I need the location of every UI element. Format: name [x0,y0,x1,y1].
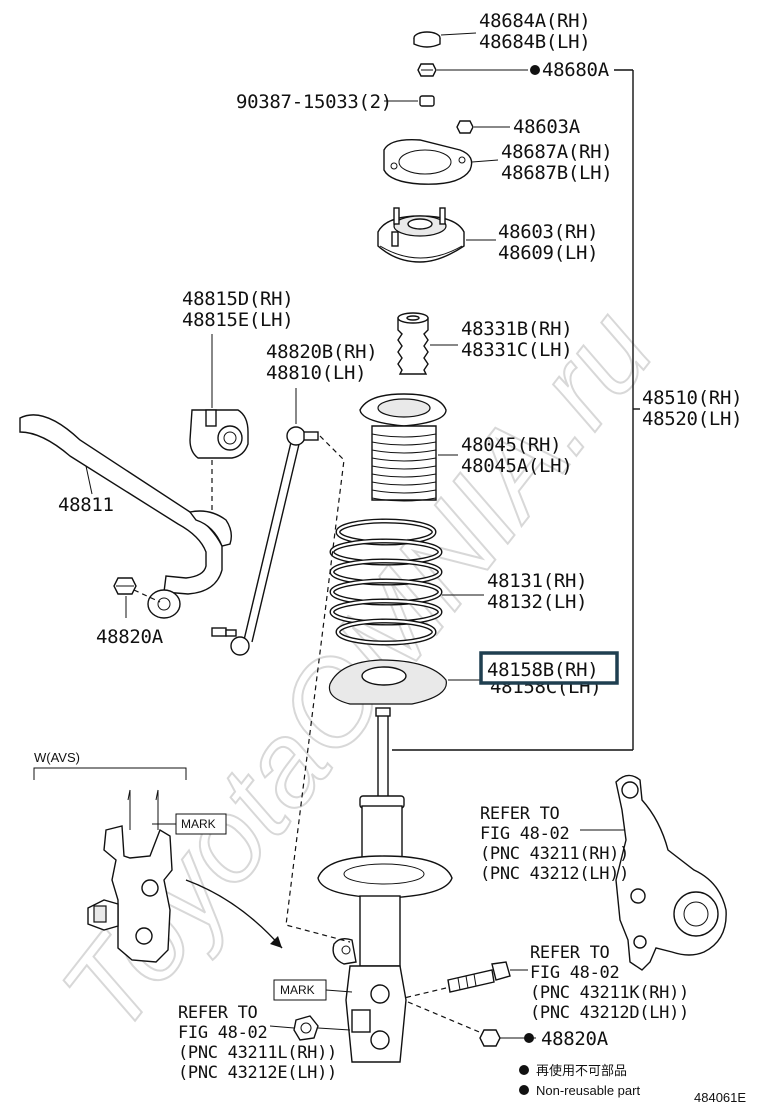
steering-knuckle-part [615,774,727,971]
boot-rib [371,441,437,446]
nut-48680a-part [417,63,437,77]
svg-text:48520(LH): 48520(LH) [642,408,742,430]
svg-text:48815E(LH): 48815E(LH) [182,309,293,331]
svg-text:(PNC 43212(LH)): (PNC 43212(LH)) [480,864,629,884]
label-48331: 48331B(RH) 48331C(LH) [461,318,573,361]
mark-tag-1: MARK [175,813,227,835]
stabilizer-bar-part [19,414,233,619]
avs-inset: W(AVS) [33,750,187,963]
svg-text:48684B(LH): 48684B(LH) [479,31,590,53]
svg-text:48131(RH): 48131(RH) [487,570,587,592]
label-48820a-bottom: 48820A [541,1028,609,1050]
dust-cap-part [413,31,441,48]
non-reusable-dot-48680a [530,65,540,75]
svg-text:(PNC 43211(RH)): (PNC 43211(RH)) [480,844,629,864]
knuckle-nut-part [293,1015,319,1041]
label-wavs: W(AVS) [34,750,80,765]
figure-id: 484061E [694,1090,746,1105]
label-48158: 48158C(LH) 48158B(RH) [479,651,619,698]
legend: 再使用不可部品 Non-reusable part [519,1063,640,1098]
nut-48603a-part [456,120,474,134]
label-90387: 90387-15033(2) [236,91,392,113]
legend-dot-jp [519,1065,529,1075]
shock-absorber-part [317,707,453,1063]
boot-rib [371,497,437,502]
svg-text:(PNC 43211L(RH)): (PNC 43211L(RH)) [178,1043,337,1063]
svg-text:48603(RH): 48603(RH) [498,221,598,243]
svg-text:48132(LH): 48132(LH) [487,591,587,613]
boot-rib [371,457,437,462]
svg-text:REFER TO: REFER TO [530,943,610,963]
stabilizer-bushing-part [189,409,249,459]
label-48603a: 48603A [513,116,581,138]
svg-text:FIG 48-02: FIG 48-02 [480,824,569,844]
mark-tag-2: MARK [273,979,327,1001]
label-48603: 48603(RH) 48609(LH) [498,221,599,264]
svg-text:(PNC 43212E(LH)): (PNC 43212E(LH)) [178,1063,337,1083]
label-48820b: 48820B(RH) 48810(LH) [266,341,378,384]
label-48510: 48510(RH) 48520(LH) [642,387,743,430]
svg-text:Non-reusable part: Non-reusable part [536,1083,640,1098]
svg-text:48810(LH): 48810(LH) [266,362,366,384]
label-refer-knuckle: REFER TO FIG 48-02 (PNC 43211(RH)) (PNC … [480,804,629,884]
boot-rib [371,473,437,478]
svg-text:MARK: MARK [280,983,315,997]
svg-text:48331C(LH): 48331C(LH) [461,339,572,361]
label-48684: 48684A(RH) 48684B(LH) [479,10,591,53]
svg-text:48684A(RH): 48684A(RH) [479,10,590,32]
highlight-box [479,651,619,685]
boot-rib [371,489,437,494]
svg-text:48815D(RH): 48815D(RH) [182,288,293,310]
svg-text:(PNC 43211K(RH)): (PNC 43211K(RH)) [530,983,689,1003]
knuckle-bolt-part [447,961,511,993]
svg-text:48045(RH): 48045(RH) [461,434,561,456]
spring-seat-part [328,659,447,705]
strut-mount-part [377,207,465,263]
stabilizer-link-part [211,426,319,656]
label-refer-lower: REFER TO FIG 48-02 (PNC 43211L(RH)) (PNC… [178,1003,337,1083]
boot-rib [371,481,437,486]
label-48131: 48131(RH) 48132(LH) [487,570,588,613]
label-48815: 48815D(RH) 48815E(LH) [182,288,294,331]
svg-text:48820B(RH): 48820B(RH) [266,341,377,363]
svg-text:48609(LH): 48609(LH) [498,242,598,264]
svg-text:48045A(LH): 48045A(LH) [461,455,572,477]
spring-coil [336,619,436,645]
label-refer-bolt: REFER TO FIG 48-02 (PNC 43211K(RH)) (PNC… [530,943,689,1023]
svg-text:FIG 48-02: FIG 48-02 [530,963,619,983]
svg-text:REFER TO: REFER TO [480,804,560,824]
svg-text:MARK: MARK [181,817,216,831]
svg-text:48510(RH): 48510(RH) [642,387,742,409]
legend-dot-en [519,1085,529,1095]
label-48045: 48045(RH) 48045A(LH) [461,434,573,477]
mount-plate-part [383,139,473,185]
svg-text:再使用不可部品: 再使用不可部品 [536,1063,627,1078]
svg-text:48687B(LH): 48687B(LH) [501,162,612,184]
nut-48820a-bottom-part [479,1029,501,1047]
label-48158b-highlighted: 48158B(RH) [487,659,598,681]
coil-spring-part [329,518,443,646]
non-reusable-dot-48820a [524,1033,534,1043]
boot-rib [371,433,437,438]
dust-boot-part [359,393,447,502]
label-48687: 48687A(RH) 48687B(LH) [501,141,613,184]
boot-rib [371,449,437,454]
nut-48820a-left-part [113,577,137,595]
svg-text:REFER TO: REFER TO [178,1003,258,1023]
svg-text:(PNC 43212D(LH)): (PNC 43212D(LH)) [530,1003,689,1023]
svg-text:48687A(RH): 48687A(RH) [501,141,612,163]
label-48680a: 48680A [542,59,610,81]
label-48811: 48811 [58,494,114,516]
label-48820a-left: 48820A [96,626,164,648]
collar-90387-part [419,95,435,107]
svg-text:FIG 48-02: FIG 48-02 [178,1023,267,1043]
bump-stop-part [397,312,429,375]
boot-rib [371,465,437,470]
svg-text:48331B(RH): 48331B(RH) [461,318,572,340]
assembly-bracket-48510 [392,70,640,751]
